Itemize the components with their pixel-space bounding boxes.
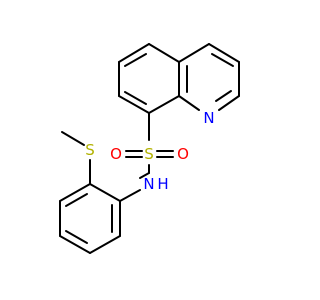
quinoline-ring — [118, 43, 240, 114]
bond — [215, 90, 232, 102]
atom-label-s-sulfonyl: S — [144, 145, 154, 163]
bond — [124, 91, 147, 105]
bond — [119, 189, 141, 202]
bond — [139, 172, 150, 179]
bond — [148, 43, 180, 63]
phenyl-ring — [59, 183, 141, 254]
bond — [59, 183, 91, 202]
atom-label-h: H — [157, 175, 168, 193]
atom-label-n-amide: N — [143, 175, 154, 193]
bond — [178, 43, 210, 63]
methylthio-group — [61, 131, 91, 185]
sulfonyl-group — [125, 112, 174, 179]
bond — [59, 235, 91, 254]
atom-label-o-right: O — [177, 145, 189, 163]
bond — [65, 230, 88, 244]
bond — [61, 131, 85, 146]
bond — [118, 43, 150, 63]
bond — [208, 43, 240, 63]
atom-label-n-ring: N — [203, 109, 214, 127]
bond — [148, 95, 180, 114]
bond — [124, 53, 147, 67]
bond — [218, 95, 240, 111]
molecule-canvas: N S O O N H S — [59, 43, 240, 254]
atom-label-s-thio: S — [85, 141, 95, 159]
bond — [65, 193, 88, 207]
structure-diagram: N S O O N H S — [59, 43, 240, 254]
atom-label-o-left: O — [110, 145, 122, 163]
bond — [178, 95, 200, 111]
bond — [89, 183, 121, 202]
bond — [89, 235, 121, 254]
bond — [118, 95, 150, 114]
bond — [211, 53, 234, 67]
